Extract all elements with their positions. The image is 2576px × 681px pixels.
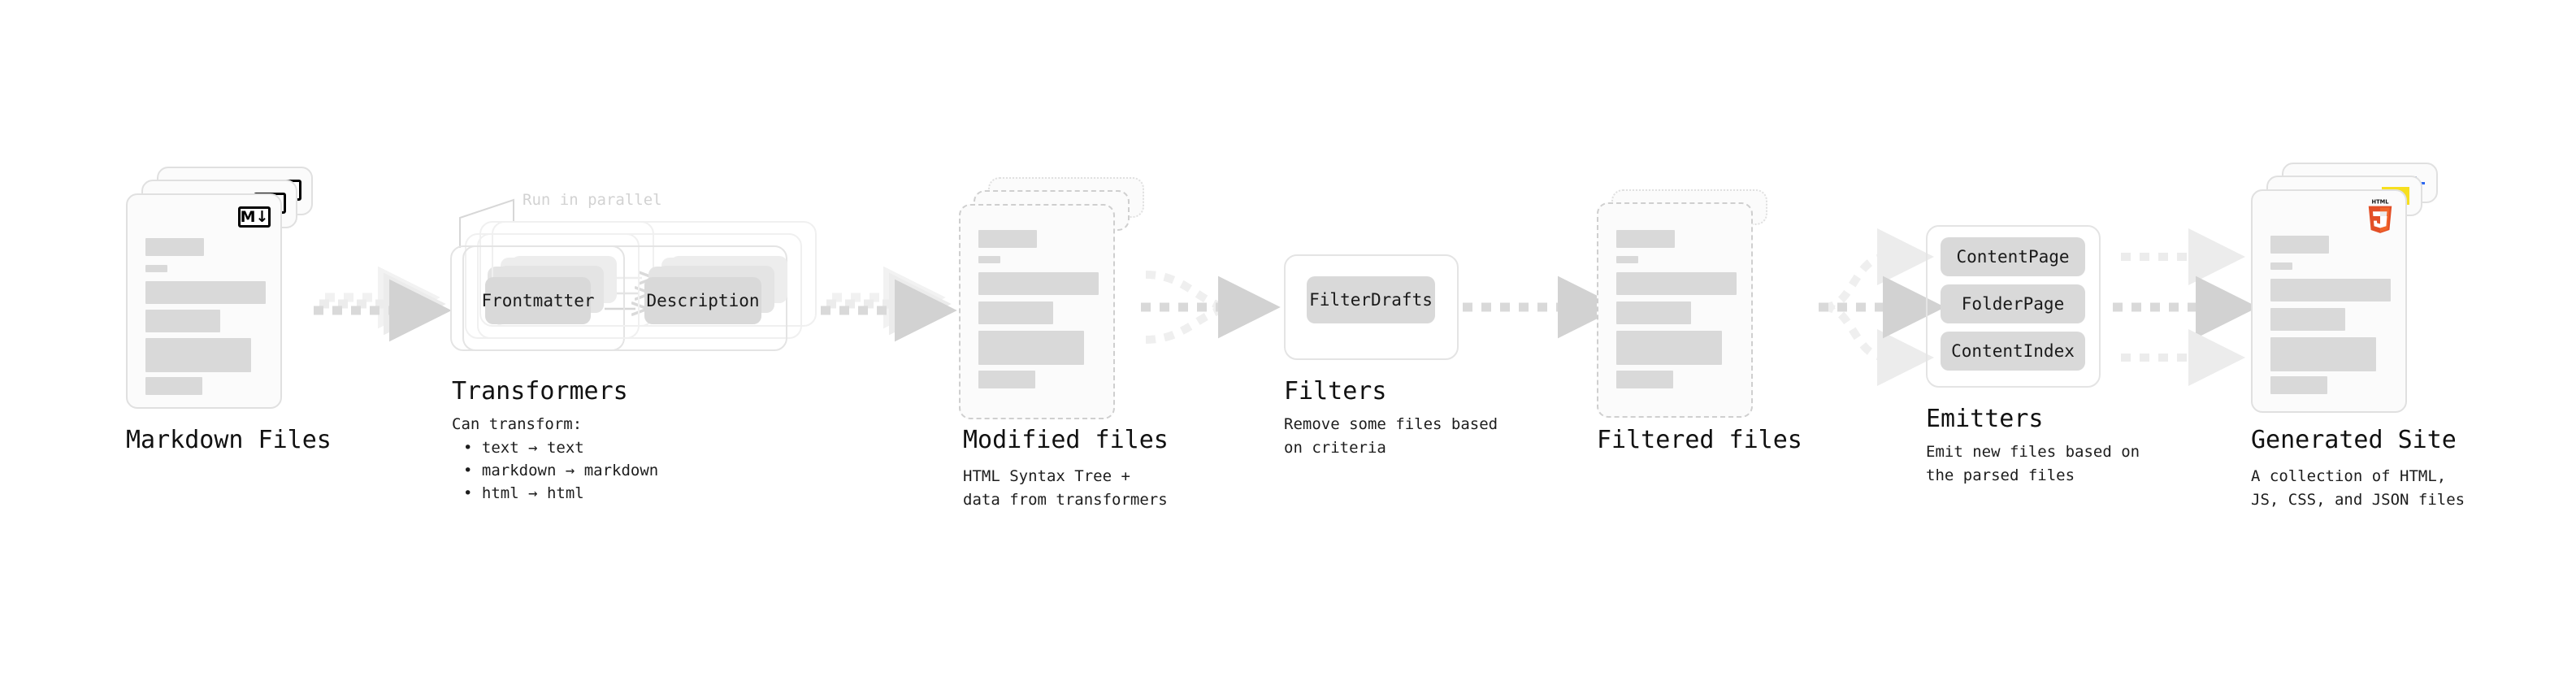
svg-text:HTML: HTML: [2372, 199, 2390, 206]
markdown-icon: M ↓: [238, 206, 271, 228]
content-page-node[interactable]: ContentPage: [1941, 237, 2085, 276]
transformers-bullet-text: • text → text: [463, 439, 584, 457]
frontmatter-label: Frontmatter: [481, 291, 595, 310]
stage-filtered-files: [1597, 189, 1784, 425]
modified-file-stack: [959, 177, 1146, 421]
emitters-group-box: [1926, 225, 2101, 388]
placeholder-bar: [1616, 331, 1722, 365]
transformer-outer-back: [492, 221, 817, 327]
filter-drafts-node[interactable]: FilterDrafts: [1307, 276, 1435, 323]
placeholder-bar: [978, 272, 1099, 295]
run-in-parallel-label: Run in parallel: [523, 191, 662, 209]
folder-page-label: FolderPage: [1961, 294, 2065, 314]
stage-markdown-files: M ↓ M ↓ M ↓: [126, 167, 313, 419]
content-page-label: ContentPage: [1956, 247, 2070, 267]
placeholder-bar: [2270, 376, 2327, 394]
transformers-bullet-html: • html → html: [463, 484, 584, 502]
placeholder-bar: [1616, 272, 1737, 295]
description-node[interactable]: Description: [644, 277, 761, 324]
placeholder-bar: [1616, 371, 1673, 388]
placeholder-bar: [145, 377, 202, 395]
frontmatter-node[interactable]: Frontmatter: [481, 277, 595, 324]
arrow-filtered-to-emitters: [1819, 228, 1945, 386]
placeholder-bar: [145, 310, 220, 332]
stage-title-markdown-files: Markdown Files: [126, 426, 332, 454]
markdown-card-front: M ↓: [126, 193, 282, 409]
arrow-emitters-to-site: [2113, 228, 2258, 386]
folder-page-node[interactable]: FolderPage: [1941, 284, 2085, 323]
placeholder-bar: [145, 265, 167, 272]
placeholder-bar: [145, 238, 204, 256]
stage-title-transformers: Transformers: [452, 377, 628, 406]
stage-title-modified-files: Modified files: [963, 426, 1169, 454]
generated-site-subtitle: A collection of HTML, JS, CSS, and JSON …: [2251, 467, 2465, 509]
stage-modified-files: [959, 177, 1146, 421]
html5-icon: HTML: [2365, 197, 2396, 233]
arrow-transformers-to-modified: [821, 266, 957, 342]
placeholder-bar: [145, 338, 251, 372]
placeholder-bar: [1616, 230, 1675, 248]
emitters-subtitle: Emit new files based on the parsed files: [1926, 443, 2140, 484]
stage-title-generated-site: Generated Site: [2251, 426, 2457, 454]
placeholder-bar: [2270, 308, 2345, 331]
transformers-subtitle: Can transform:: [452, 415, 583, 433]
placeholder-bar: [978, 230, 1037, 248]
filter-drafts-label: FilterDrafts: [1309, 290, 1433, 310]
stage-title-emitters: Emitters: [1926, 405, 2044, 433]
placeholder-bar: [978, 256, 1000, 263]
placeholder-bar: [978, 301, 1053, 324]
placeholder-bar: [145, 281, 266, 304]
placeholder-bar: [1616, 301, 1691, 324]
description-label: Description: [646, 291, 760, 310]
placeholder-bar: [2270, 236, 2329, 254]
filters-subtitle: Remove some files based on criteria: [1284, 415, 1498, 457]
filters-group-box: [1284, 254, 1459, 360]
filtered-card-front: [1597, 202, 1753, 418]
generated-card-front: HTML: [2251, 189, 2407, 413]
arrow-modified-to-filters: [1141, 271, 1281, 344]
transformers-bullet-markdown: • markdown → markdown: [463, 462, 659, 479]
placeholder-bar: [2270, 337, 2376, 371]
stage-title-filtered-files: Filtered files: [1597, 426, 1802, 454]
filtered-file-stack: [1597, 189, 1784, 425]
stage-title-filters: Filters: [1284, 377, 1387, 406]
modified-card-front: [959, 204, 1115, 419]
stage-generated-site: CSS HTML: [2251, 163, 2438, 423]
arrow-markdown-to-transformers: [314, 266, 452, 342]
markdown-file-stack: M ↓ M ↓ M ↓: [126, 167, 313, 419]
placeholder-bar: [2270, 262, 2292, 270]
content-index-node[interactable]: ContentIndex: [1941, 332, 2085, 371]
placeholder-bar: [978, 331, 1084, 365]
placeholder-bar: [1616, 256, 1638, 263]
modified-files-subtitle: HTML Syntax Tree + data from transformer…: [963, 467, 1168, 509]
placeholder-bar: [2270, 279, 2391, 301]
transformer-outer-middle: [477, 233, 802, 339]
generated-site-stack: CSS HTML: [2251, 163, 2438, 423]
placeholder-bar: [978, 371, 1035, 388]
content-index-label: ContentIndex: [1951, 341, 2075, 361]
